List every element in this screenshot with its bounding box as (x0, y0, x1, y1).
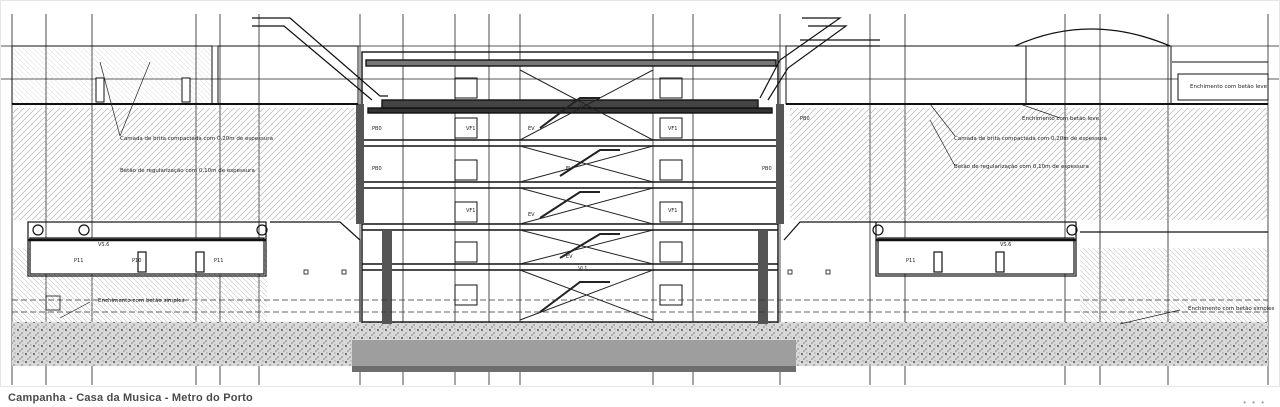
tag-pb-4: PB0 (800, 116, 810, 122)
shaft-walls (356, 104, 784, 324)
track-lines (12, 299, 1268, 313)
tag-p11-2: P11 (214, 258, 223, 264)
tag-p11-3: P11 (906, 258, 915, 264)
pager-dots[interactable]: • • • (1243, 398, 1266, 407)
tag-vs-2: VS.6 (1000, 242, 1011, 248)
tag-vf-4: VF1 (668, 208, 677, 214)
note-right-fill-2: Betão de regularização com 0,10m de espe… (954, 164, 1089, 170)
tag-vf-1: VF1 (466, 126, 475, 132)
tag-ev-3: EV (528, 212, 535, 218)
tag-ev-1: EV (528, 126, 535, 132)
shaft-doors (454, 77, 683, 306)
gravel-layer (12, 322, 1268, 372)
soil-hatch (12, 48, 1268, 323)
tag-ev-2: EV (566, 166, 573, 172)
room-tags: PB0 PB0 PB0 PB0 VF1 VF1 VF1 VF1 VL1 VL1 … (74, 104, 1011, 272)
annotation-texts: Camada de brita compactada com 0,20m de … (98, 84, 1275, 312)
leader-lines (59, 61, 1181, 325)
tag-vf-3: VF1 (668, 126, 677, 132)
fixtures (45, 269, 831, 311)
tag-vl-1: VL1 (578, 104, 587, 110)
image-caption: Campanha - Casa da Musica - Metro do Por… (8, 392, 253, 404)
note-right-fill-1: Camada de brita compactada com 0,20m de … (954, 136, 1107, 142)
right-upper-rooms (785, 28, 1269, 105)
note-right-lower: Enchimento com betão simples (1188, 306, 1275, 312)
note-right-upper: Enchimento com betão leve (1022, 116, 1100, 122)
tag-vs-1: VS.6 (98, 242, 109, 248)
note-left-fill-1: Camada de brita compactada com 0,20m de … (120, 136, 273, 142)
tag-vf-2: VF1 (466, 208, 475, 214)
tag-pb-2: PB0 (372, 166, 382, 172)
right-lower-chamber (783, 221, 1268, 277)
cad-section-drawing: Camada de brita compactada com 0,20m de … (0, 0, 1280, 387)
tag-pb-1: PB0 (372, 126, 382, 132)
escalator-bracing (519, 69, 654, 321)
note-right-top: Enchimento com betão leve (1190, 84, 1268, 90)
note-left-lower: Enchimento com betão simples (98, 298, 185, 304)
central-shaft (361, 51, 779, 323)
left-upper-rooms (11, 45, 359, 105)
tag-pb-3: PB0 (762, 166, 772, 172)
note-left-fill-2: Betão de regularização com 0,10m de espe… (120, 168, 255, 174)
tag-ev-4: EV (566, 254, 573, 260)
left-lower-chamber (27, 221, 361, 322)
tag-p10: P10 (132, 258, 141, 264)
tag-p11-1: P11 (74, 258, 83, 264)
tag-vl-2: VL1 (578, 266, 587, 272)
